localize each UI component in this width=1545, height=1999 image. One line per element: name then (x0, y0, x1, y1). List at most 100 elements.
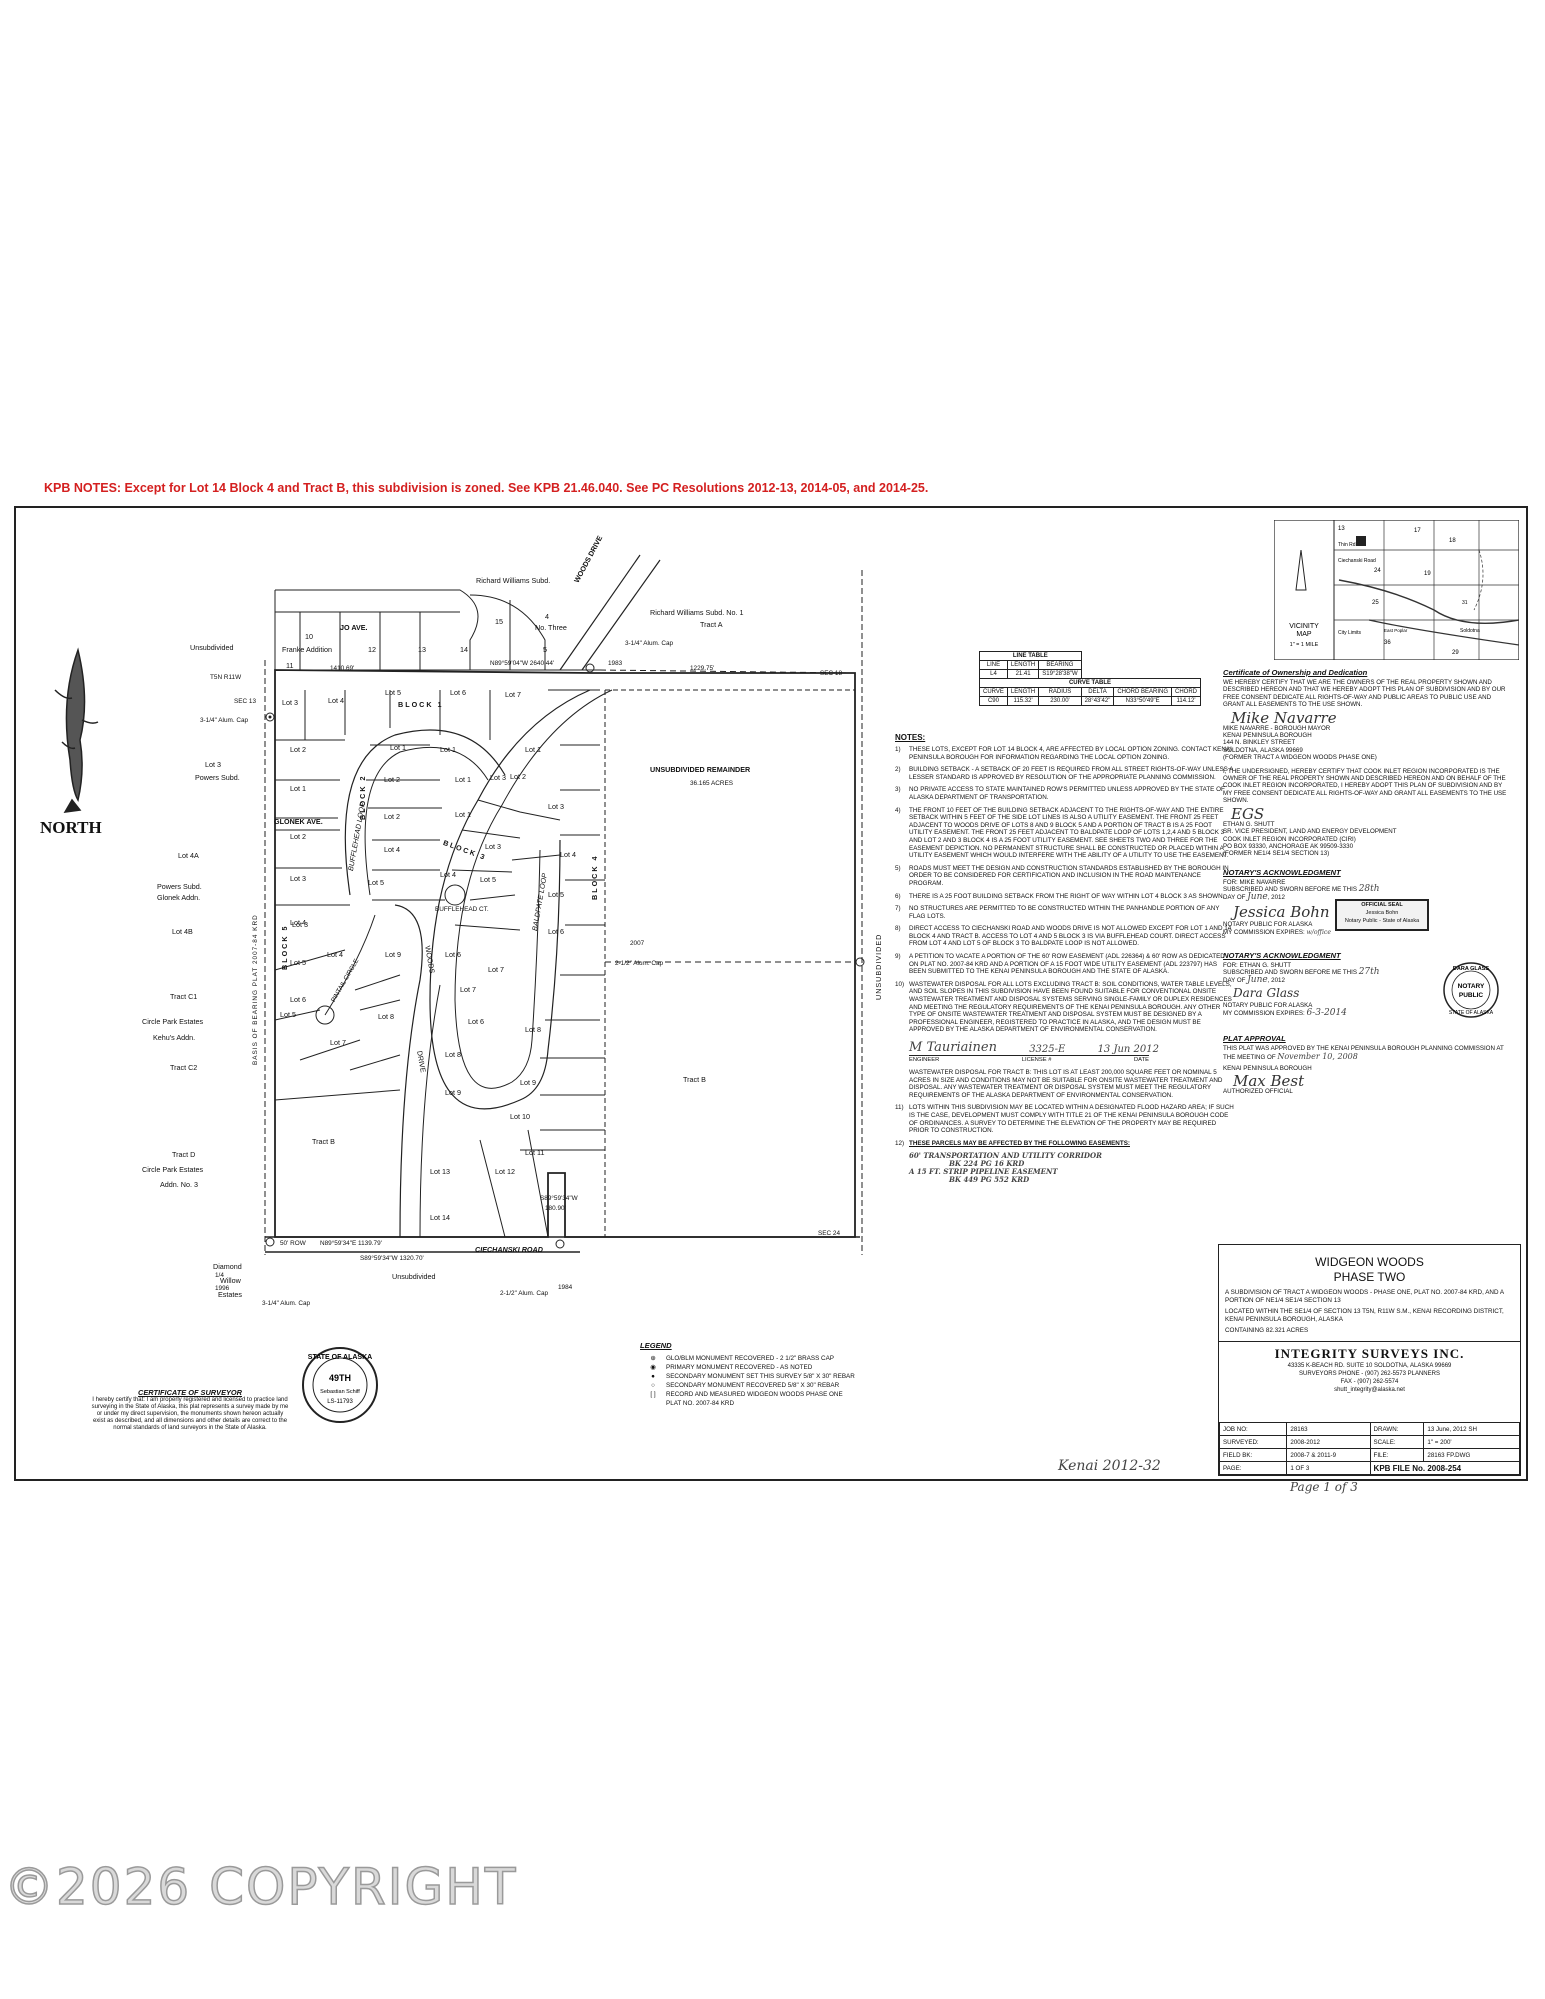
bearing-right: S89°59'34"W (540, 1195, 578, 1202)
circle-park-2-label: Circle Park Estates (142, 1165, 204, 1174)
curve-table-cell: 115.32' (1006, 696, 1040, 706)
section-mark: 2007 (630, 940, 645, 947)
line-table-header: BEARING (1038, 660, 1082, 670)
lot-label: Lot 7 (330, 1038, 346, 1047)
company-fax: FAX - (907) 262-5574 (1340, 1378, 1399, 1385)
legend-row: [ ]RECORD AND MEASURED WIDGEON WOODS PHA… (640, 1390, 940, 1399)
bufflehead-ct (444, 884, 466, 906)
note-number: 5) (895, 864, 901, 872)
title-block: WIDGEON WOODS PHASE TWO A SUBDIVISION OF… (1218, 1244, 1521, 1476)
cap-label-5: 3-1/4" Alum. Cap (262, 1300, 311, 1307)
notary-1-month: June (1247, 891, 1268, 902)
certificates-column: Certificate of Ownership and Dedication … (1223, 662, 1513, 1096)
section-mark: 1/4 (215, 1272, 224, 1279)
handwritten-page: Page 1 of 3 (1290, 1480, 1358, 1494)
note-item: 2)BUILDING SETBACK - A SETBACK OF 20 FEE… (895, 766, 1235, 781)
notary-1-for: FOR: MIKE NAVARRE (1223, 878, 1286, 886)
legend-text: RECORD AND MEASURED WIDGEON WOODS PHASE … (666, 1391, 843, 1398)
tract-b-left-label: Tract B (312, 1137, 335, 1146)
notary-2-public: NOTARY PUBLIC FOR ALASKA (1223, 1002, 1313, 1010)
line-table-header: LINE (979, 660, 1008, 670)
lot-label: Lot 12 (495, 1167, 515, 1176)
block-4-label: BLOCK 4 (590, 854, 599, 900)
plat-approval-text: THIS PLAT WAS APPROVED BY THE KENAI PENI… (1223, 1045, 1504, 1061)
vicinity-label: 13 (1338, 526, 1345, 532)
woods-drive-middle (394, 904, 423, 1238)
cert-surveyor-title: CERTIFICATE OF SURVEYOR (137, 1388, 243, 1397)
lot-label: Lot 4 (328, 696, 344, 705)
lot-label: Lot 3 (490, 773, 506, 782)
company-email: shutt_integrity@alaska.net (1334, 1386, 1405, 1393)
lot-label: Lot 3 (292, 920, 308, 929)
vicinity-title: VICINITY (1289, 623, 1319, 630)
legend-row: ◉PRIMARY MONUMENT RECOVERED - AS NOTED (640, 1363, 940, 1372)
legend: LEGEND ⊕GLO/BLM MONUMENT RECOVERED - 2 1… (640, 1341, 940, 1408)
notary-2-month: June (1247, 974, 1268, 985)
legend-symbol-icon (640, 1399, 666, 1408)
curve-table-cell: 114.12' (1171, 696, 1201, 706)
curve-table-header: CURVE (979, 687, 1008, 697)
lot-label: Lot 7 (460, 985, 476, 994)
notes-section: NOTES: 1)THESE LOTS, EXCEPT FOR LOT 14 B… (895, 733, 1235, 1184)
owner-addr-1: 144 N. BINKLEY STREET (1223, 739, 1296, 747)
notary-2-seal-icon: DARA GLASS NOTARY PUBLIC STATE OF ALASKA (1443, 962, 1499, 1018)
lot-label: Lot 5 (385, 688, 401, 697)
note-number: 7) (895, 905, 901, 913)
notary-2-title: NOTARY'S ACKNOWLEDGMENT (1223, 950, 1341, 960)
lot-label: Lot 1 (440, 745, 456, 754)
tract-b-right-label: Tract B (683, 1075, 706, 1084)
field-label: FIELD BK: (1218, 1448, 1288, 1462)
notary-2-day: 27th (1358, 967, 1380, 978)
section-mark: SEC 18 (820, 670, 843, 677)
notary-2-seal-mid2: PUBLIC (1459, 992, 1484, 999)
vicinity-label: East Poplar (1384, 628, 1408, 633)
owner-signature-2: EGS (1231, 804, 1265, 823)
legend-symbol-icon: ⊕ (650, 1355, 656, 1362)
franke-lot-15: 15 (495, 617, 503, 626)
notary-2-for: FOR: ETHAN G. SHUTT (1223, 961, 1292, 969)
note-text: A PETITION TO VACATE A PORTION OF THE 60… (909, 953, 1225, 976)
section-mark: 1983 (608, 660, 623, 667)
lot-label: Lot 2 (384, 775, 400, 784)
section-mark: T5N R11W (210, 674, 242, 681)
glonek-ave-label: GLONEK AVE. (274, 817, 323, 826)
page-value: 1 OF 3 (1286, 1461, 1371, 1475)
notary-1-year: , 2012 (1267, 893, 1285, 901)
curve-table-header: RADIUS (1038, 687, 1082, 697)
vicinity-label: Soldotna (1460, 628, 1480, 634)
lot-label: Lot 2 (290, 745, 306, 754)
ownership-text-2: I, THE UNDERSIGNED, HEREBY CERTIFY THAT … (1223, 767, 1507, 805)
cert-surveyor-text: I hereby certify that: I am properly reg… (91, 1397, 289, 1431)
kpb-file-number: KPB FILE No. 2008-254 (1369, 1461, 1521, 1475)
lot-label: Lot 1 (525, 745, 541, 754)
notary-1-day-of: DAY OF (1223, 893, 1246, 901)
legend-text: SECONDARY MONUMENT SET THIS SURVEY 5/8" … (666, 1373, 855, 1380)
note-item: 6)THERE IS A 25 FOOT BUILDING SETBACK FR… (895, 893, 1235, 901)
richard-williams-label: Richard Williams Subd. (476, 576, 551, 585)
title-line-2: PHASE TWO (1333, 1270, 1406, 1284)
notary-1-sworn: SUBSCRIBED AND SWORN BEFORE ME THIS (1223, 886, 1357, 894)
seal-top-text: STATE OF ALASKA (308, 1354, 372, 1361)
lot-label: Lot 6 (548, 927, 564, 936)
pintail-circle (315, 1005, 335, 1025)
notary-1-seal: OFFICIAL SEAL Jessica Bohn Notary Public… (1335, 898, 1429, 931)
vicinity-label: 25 (1372, 600, 1379, 606)
notary-1-seal-title: OFFICIAL SEAL (1361, 901, 1403, 908)
glonek-addn-label: Glonek Addn. (157, 893, 201, 902)
vicinity-label: 17 (1414, 528, 1421, 534)
plat-approval-signature: Max Best (1233, 1072, 1305, 1091)
legend-symbol-icon: ○ (651, 1382, 655, 1389)
north-label: NORTH (40, 818, 102, 837)
lot-label: Lot 5 (280, 1010, 296, 1019)
lot-label: Lot 3 (548, 802, 564, 811)
curve-table-header: CHORD BEARING (1113, 687, 1172, 697)
unsubdivided-right-label: UNSUBDIVIDED (874, 933, 883, 1000)
note-item: 1)THESE LOTS, EXCEPT FOR LOT 14 BLOCK 4,… (895, 746, 1235, 761)
lot-label: Lot 8 (445, 1050, 461, 1059)
legend-text: PRIMARY MONUMENT RECOVERED - AS NOTED (666, 1364, 813, 1371)
notary-1-public: NOTARY PUBLIC FOR ALASKA (1223, 920, 1313, 928)
company-address: 43335 K-BEACH RD. SUITE 10 SOLDOTNA, ALA… (1287, 1362, 1452, 1369)
notary-1-day: 28th (1358, 884, 1380, 895)
file-value: 28163 FP.DWG (1423, 1448, 1520, 1462)
lot4b-label: Lot 4B (172, 927, 193, 936)
